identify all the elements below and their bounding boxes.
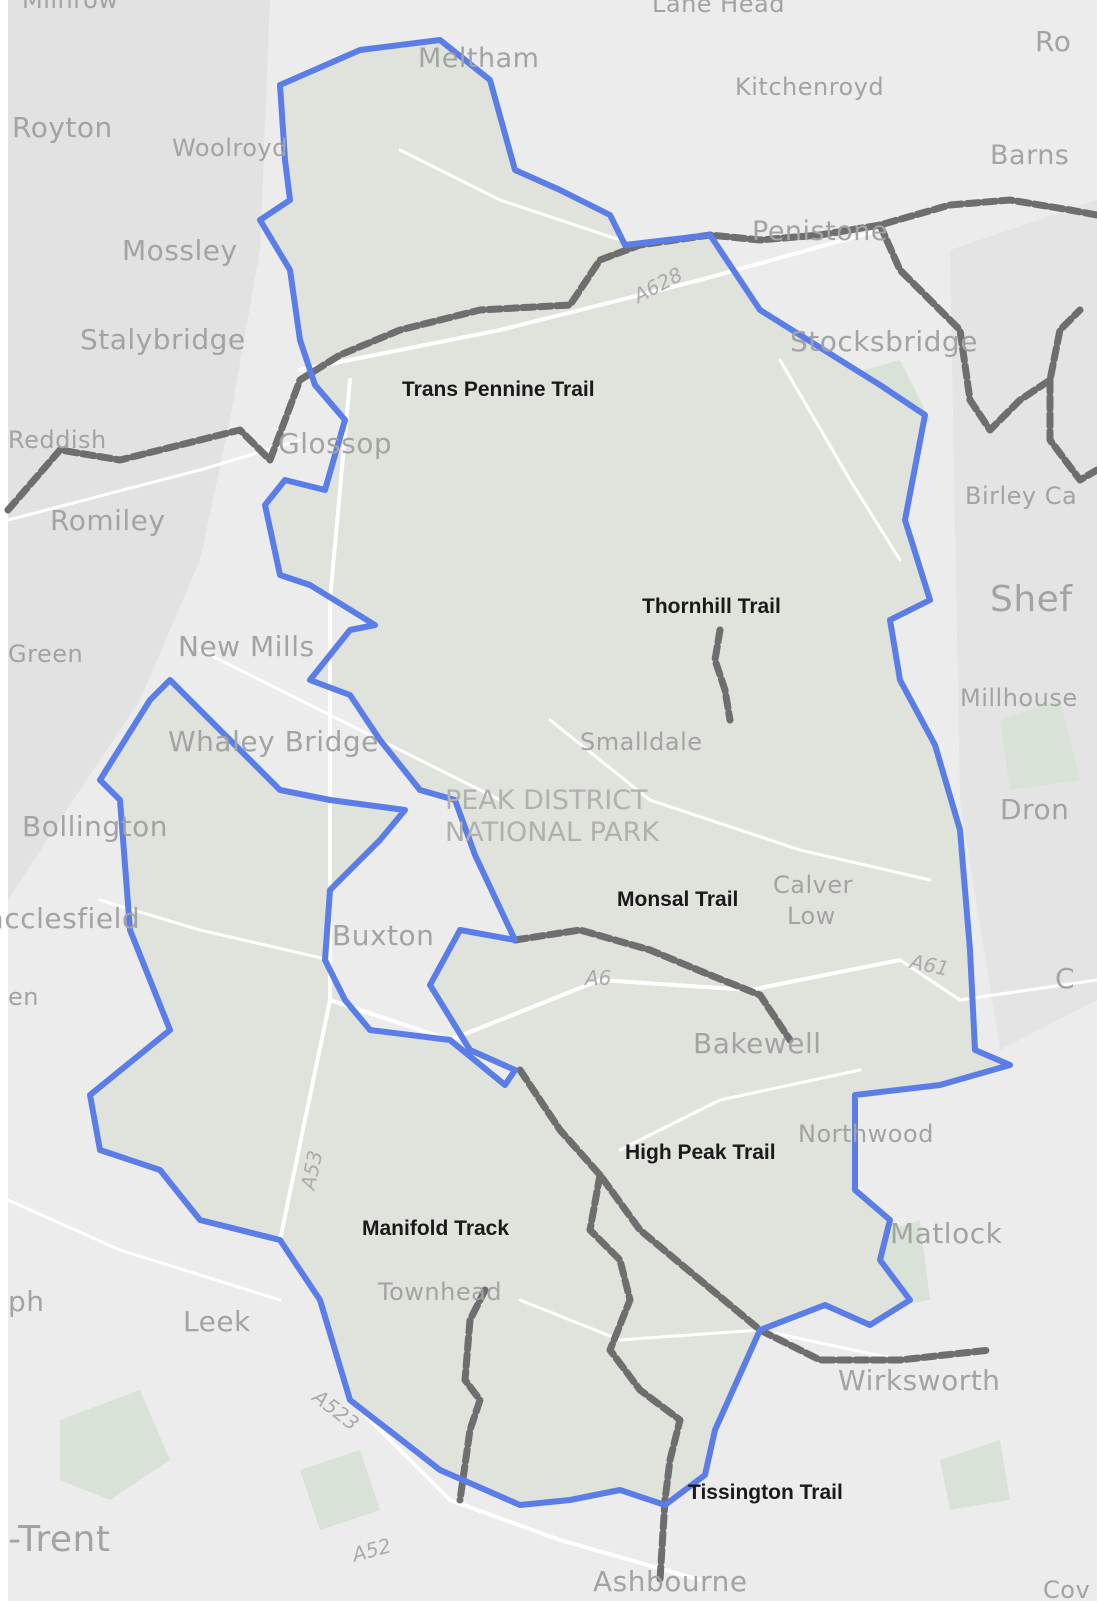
- trail-lines: [4, 196, 1097, 1584]
- place-label-romiley: Romiley: [50, 504, 166, 537]
- place-label-low: Low: [787, 902, 836, 931]
- trail-label-manifold[interactable]: Manifold Track: [362, 1217, 510, 1240]
- place-label-macclesfield: Macclesfield: [0, 902, 141, 935]
- place-label-birley: Birley Ca: [965, 482, 1078, 510]
- place-label-calver: Calver: [773, 871, 853, 899]
- place-label-northwood: Northwood: [798, 1120, 934, 1148]
- trail-line-east-loop: [876, 221, 1084, 434]
- trail-line-trans-pennine: [4, 196, 1097, 514]
- trail-label-high-peak[interactable]: High Peak Trail: [625, 1141, 776, 1164]
- place-label-reddish: Reddish: [8, 426, 107, 454]
- place-label-leek: Leek: [183, 1305, 251, 1338]
- place-label-penistone: Penistone: [752, 216, 888, 247]
- trail-line-east-loop-2: [1046, 376, 1097, 484]
- road-label-a6: A6: [585, 966, 612, 990]
- trail-line-tissington: [586, 1171, 684, 1584]
- trail-line-thornhill: [711, 626, 734, 724]
- park-boundary: [87, 37, 1013, 1508]
- place-label-calver-low: Calver Low: [773, 870, 853, 932]
- trail-label-thornhill[interactable]: Thornhill Trail: [642, 595, 781, 618]
- place-label-wirksworth: Wirksworth: [838, 1364, 1001, 1397]
- place-label-woolroyd: Woolroyd: [172, 134, 288, 162]
- place-label-trent: -Trent: [8, 1519, 111, 1560]
- trail-line-monsal: [511, 926, 794, 1044]
- place-label-sheffield: Shef: [990, 579, 1073, 620]
- park-fill: [90, 40, 1010, 1505]
- place-label-ph: ph: [8, 1285, 45, 1318]
- place-label-barnsley: Barns: [990, 140, 1070, 171]
- place-label-millhouses: Millhouse: [960, 684, 1078, 712]
- place-label-bollington: Bollington: [22, 810, 169, 843]
- place-label-townhead: Townhead: [378, 1278, 503, 1306]
- park-name-line-2: NATIONAL PARK: [445, 817, 660, 849]
- place-label-new-mills: New Mills: [178, 630, 315, 663]
- place-label-whaley-bridge: Whaley Bridge: [168, 725, 379, 758]
- place-label-meltham: Meltham: [418, 43, 540, 74]
- urban-area-west: [8, 0, 270, 900]
- park-name-line-1: PEAK DISTRICT: [445, 785, 648, 816]
- place-label-mossley: Mossley: [122, 234, 238, 267]
- place-label-kitchenroyd: Kitchenroyd: [735, 73, 885, 101]
- place-label-en: en: [8, 983, 39, 1011]
- place-label-matlock: Matlock: [890, 1217, 1003, 1250]
- left-margin: [0, 0, 8, 1601]
- place-label-cov: Cov: [1043, 1576, 1091, 1601]
- place-label-bakewell: Bakewell: [693, 1027, 822, 1060]
- trail-label-monsal[interactable]: Monsal Trail: [617, 888, 739, 911]
- urban-area-east: [950, 200, 1097, 1050]
- place-label-c: C: [1055, 962, 1076, 995]
- place-label-millrow: Milnrow: [22, 0, 119, 14]
- park-name-label: PEAK DISTRICT NATIONAL PARK: [445, 785, 659, 850]
- trail-label-trans-pennine[interactable]: Trans Pennine Trail: [402, 378, 595, 401]
- place-label-buxton: Buxton: [332, 919, 435, 952]
- trail-label-tissington[interactable]: Tissington Trail: [688, 1481, 843, 1504]
- trail-line-high-peak: [516, 1066, 994, 1364]
- place-label-stocksbridge: Stocksbridge: [790, 325, 978, 358]
- place-label-royton: Royton: [12, 111, 113, 144]
- place-label-glossop: Glossop: [278, 427, 393, 460]
- place-label-lane-head: Lane Head: [652, 0, 785, 18]
- place-label-green: Green: [8, 640, 84, 668]
- place-label-stalybridge: Stalybridge: [80, 323, 246, 356]
- place-label-ro: Ro: [1035, 25, 1072, 58]
- place-label-smalldale: Smalldale: [580, 728, 703, 756]
- trail-line-manifold: [456, 1286, 489, 1504]
- place-label-ashbourne: Ashbourne: [593, 1565, 748, 1598]
- place-label-dronfield: Dron: [1000, 793, 1070, 826]
